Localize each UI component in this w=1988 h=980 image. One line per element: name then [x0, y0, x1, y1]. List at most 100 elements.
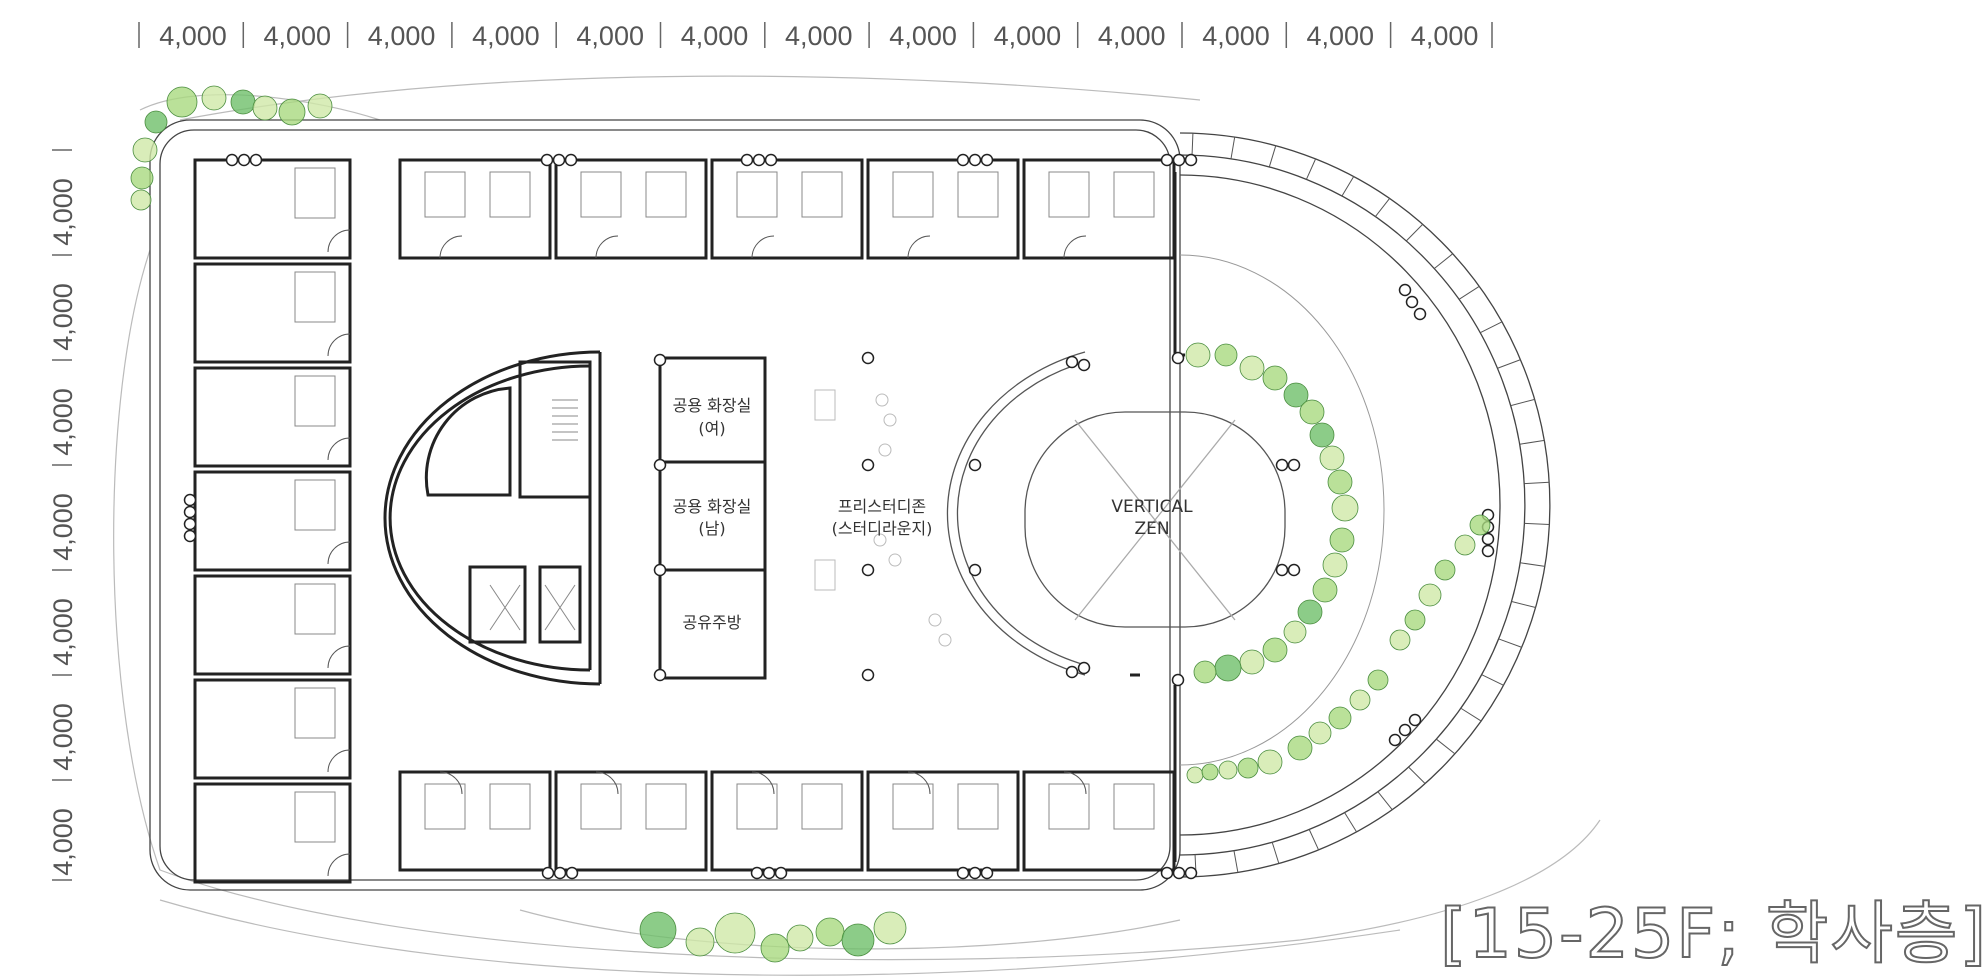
column: [956, 866, 970, 880]
door-swing: [327, 333, 351, 357]
door-swing: [751, 235, 775, 259]
dimension-label: 4,000: [48, 808, 78, 876]
bathroom-cell: [1113, 783, 1155, 830]
tree: [639, 911, 677, 949]
room-cell: [193, 782, 352, 884]
column: [552, 153, 566, 167]
column: [653, 458, 667, 472]
column: [968, 866, 982, 880]
column: [183, 529, 197, 543]
column: [1065, 355, 1079, 369]
column: [1408, 713, 1422, 727]
service-block: [658, 356, 767, 680]
stair-treads: [489, 399, 578, 631]
column: [1398, 283, 1412, 297]
left-dormitory-rooms: [193, 158, 352, 884]
column: [861, 351, 875, 365]
column: [183, 493, 197, 507]
building-outline: [149, 119, 1181, 891]
room-cell: [1022, 770, 1176, 872]
column: [541, 866, 555, 880]
bathroom-cell: [294, 271, 336, 323]
column: [861, 563, 875, 577]
dimension-label: 4,000: [1411, 21, 1479, 51]
tree: [1469, 514, 1491, 536]
landscape-trees: [130, 85, 1491, 963]
door-swing: [327, 853, 351, 877]
column: [225, 153, 239, 167]
room-cell: [1022, 158, 1176, 260]
tree: [1287, 735, 1313, 761]
door-swing: [439, 235, 463, 259]
floor-plan: 4,000 4,000 4,000 4,000 4,000 4,000 4,000 4,000…: [48, 21, 1601, 976]
dimension-label: 4,000: [48, 178, 78, 246]
column: [1275, 563, 1289, 577]
tree: [1262, 365, 1288, 391]
column: [1481, 544, 1495, 558]
balcony-segment: [1498, 638, 1523, 648]
room-cell: [554, 770, 708, 872]
dimension-label: 4,000: [576, 21, 644, 51]
balcony-segment: [1230, 137, 1236, 159]
bathroom-cell: [424, 783, 466, 830]
column: [1287, 563, 1301, 577]
bathroom-cell: [580, 783, 622, 830]
column: [183, 517, 197, 531]
tree: [1331, 494, 1359, 522]
label-toilet-male-1: 공용 화장실: [673, 497, 752, 516]
bathroom-cell: [424, 171, 466, 218]
balcony-segment: [1519, 439, 1545, 445]
room-cell: [193, 366, 352, 468]
dimension-label: 4,000: [994, 21, 1062, 51]
column: [1077, 661, 1091, 675]
dimension-label: 4,000: [48, 388, 78, 456]
dimension-label: 4,000: [681, 21, 749, 51]
tree: [1214, 343, 1238, 367]
column: [1065, 665, 1079, 679]
column: [1275, 458, 1289, 472]
tree: [1262, 637, 1288, 663]
balcony-segment: [1436, 738, 1456, 755]
dimension-label: 4,000: [1098, 21, 1166, 51]
tree: [685, 927, 715, 957]
dimension-label: 4,000: [48, 493, 78, 561]
tree: [1283, 382, 1309, 408]
room-cell: [398, 158, 552, 260]
bathroom-cell: [801, 171, 843, 218]
door-swing: [1063, 235, 1087, 259]
balcony-segment: [1497, 359, 1521, 369]
door-swing: [751, 771, 775, 795]
balcony-segment: [1408, 766, 1426, 784]
column: [1398, 723, 1412, 737]
tree: [1218, 760, 1238, 780]
balcony-segment: [1510, 398, 1535, 407]
tree: [1322, 552, 1348, 578]
dimension-label: 4,000: [1307, 21, 1375, 51]
tree: [252, 95, 278, 121]
label-vertical-zen-1: VERTICAL: [1111, 497, 1193, 517]
column: [1171, 351, 1185, 365]
bathroom-cell: [1113, 171, 1155, 218]
tree: [1257, 749, 1283, 775]
tree: [1418, 583, 1442, 607]
balcony-segment: [1434, 253, 1454, 269]
tree: [1404, 609, 1426, 631]
column: [1160, 153, 1174, 167]
tree: [1389, 629, 1411, 651]
stair-elevator-core: [383, 350, 602, 686]
column: [764, 153, 778, 167]
column: [1077, 358, 1091, 372]
balcony-segment: [1341, 176, 1355, 197]
tree: [1193, 660, 1217, 684]
tree: [130, 189, 152, 211]
door-swing: [439, 771, 463, 795]
tree: [1185, 342, 1211, 368]
tree: [1367, 669, 1389, 691]
room-cell: [866, 158, 1020, 260]
balcony-segment: [1405, 223, 1424, 242]
bathroom-cell: [645, 171, 687, 218]
tree: [1237, 757, 1259, 779]
column: [1481, 532, 1495, 546]
bathroom-cell: [294, 375, 336, 427]
